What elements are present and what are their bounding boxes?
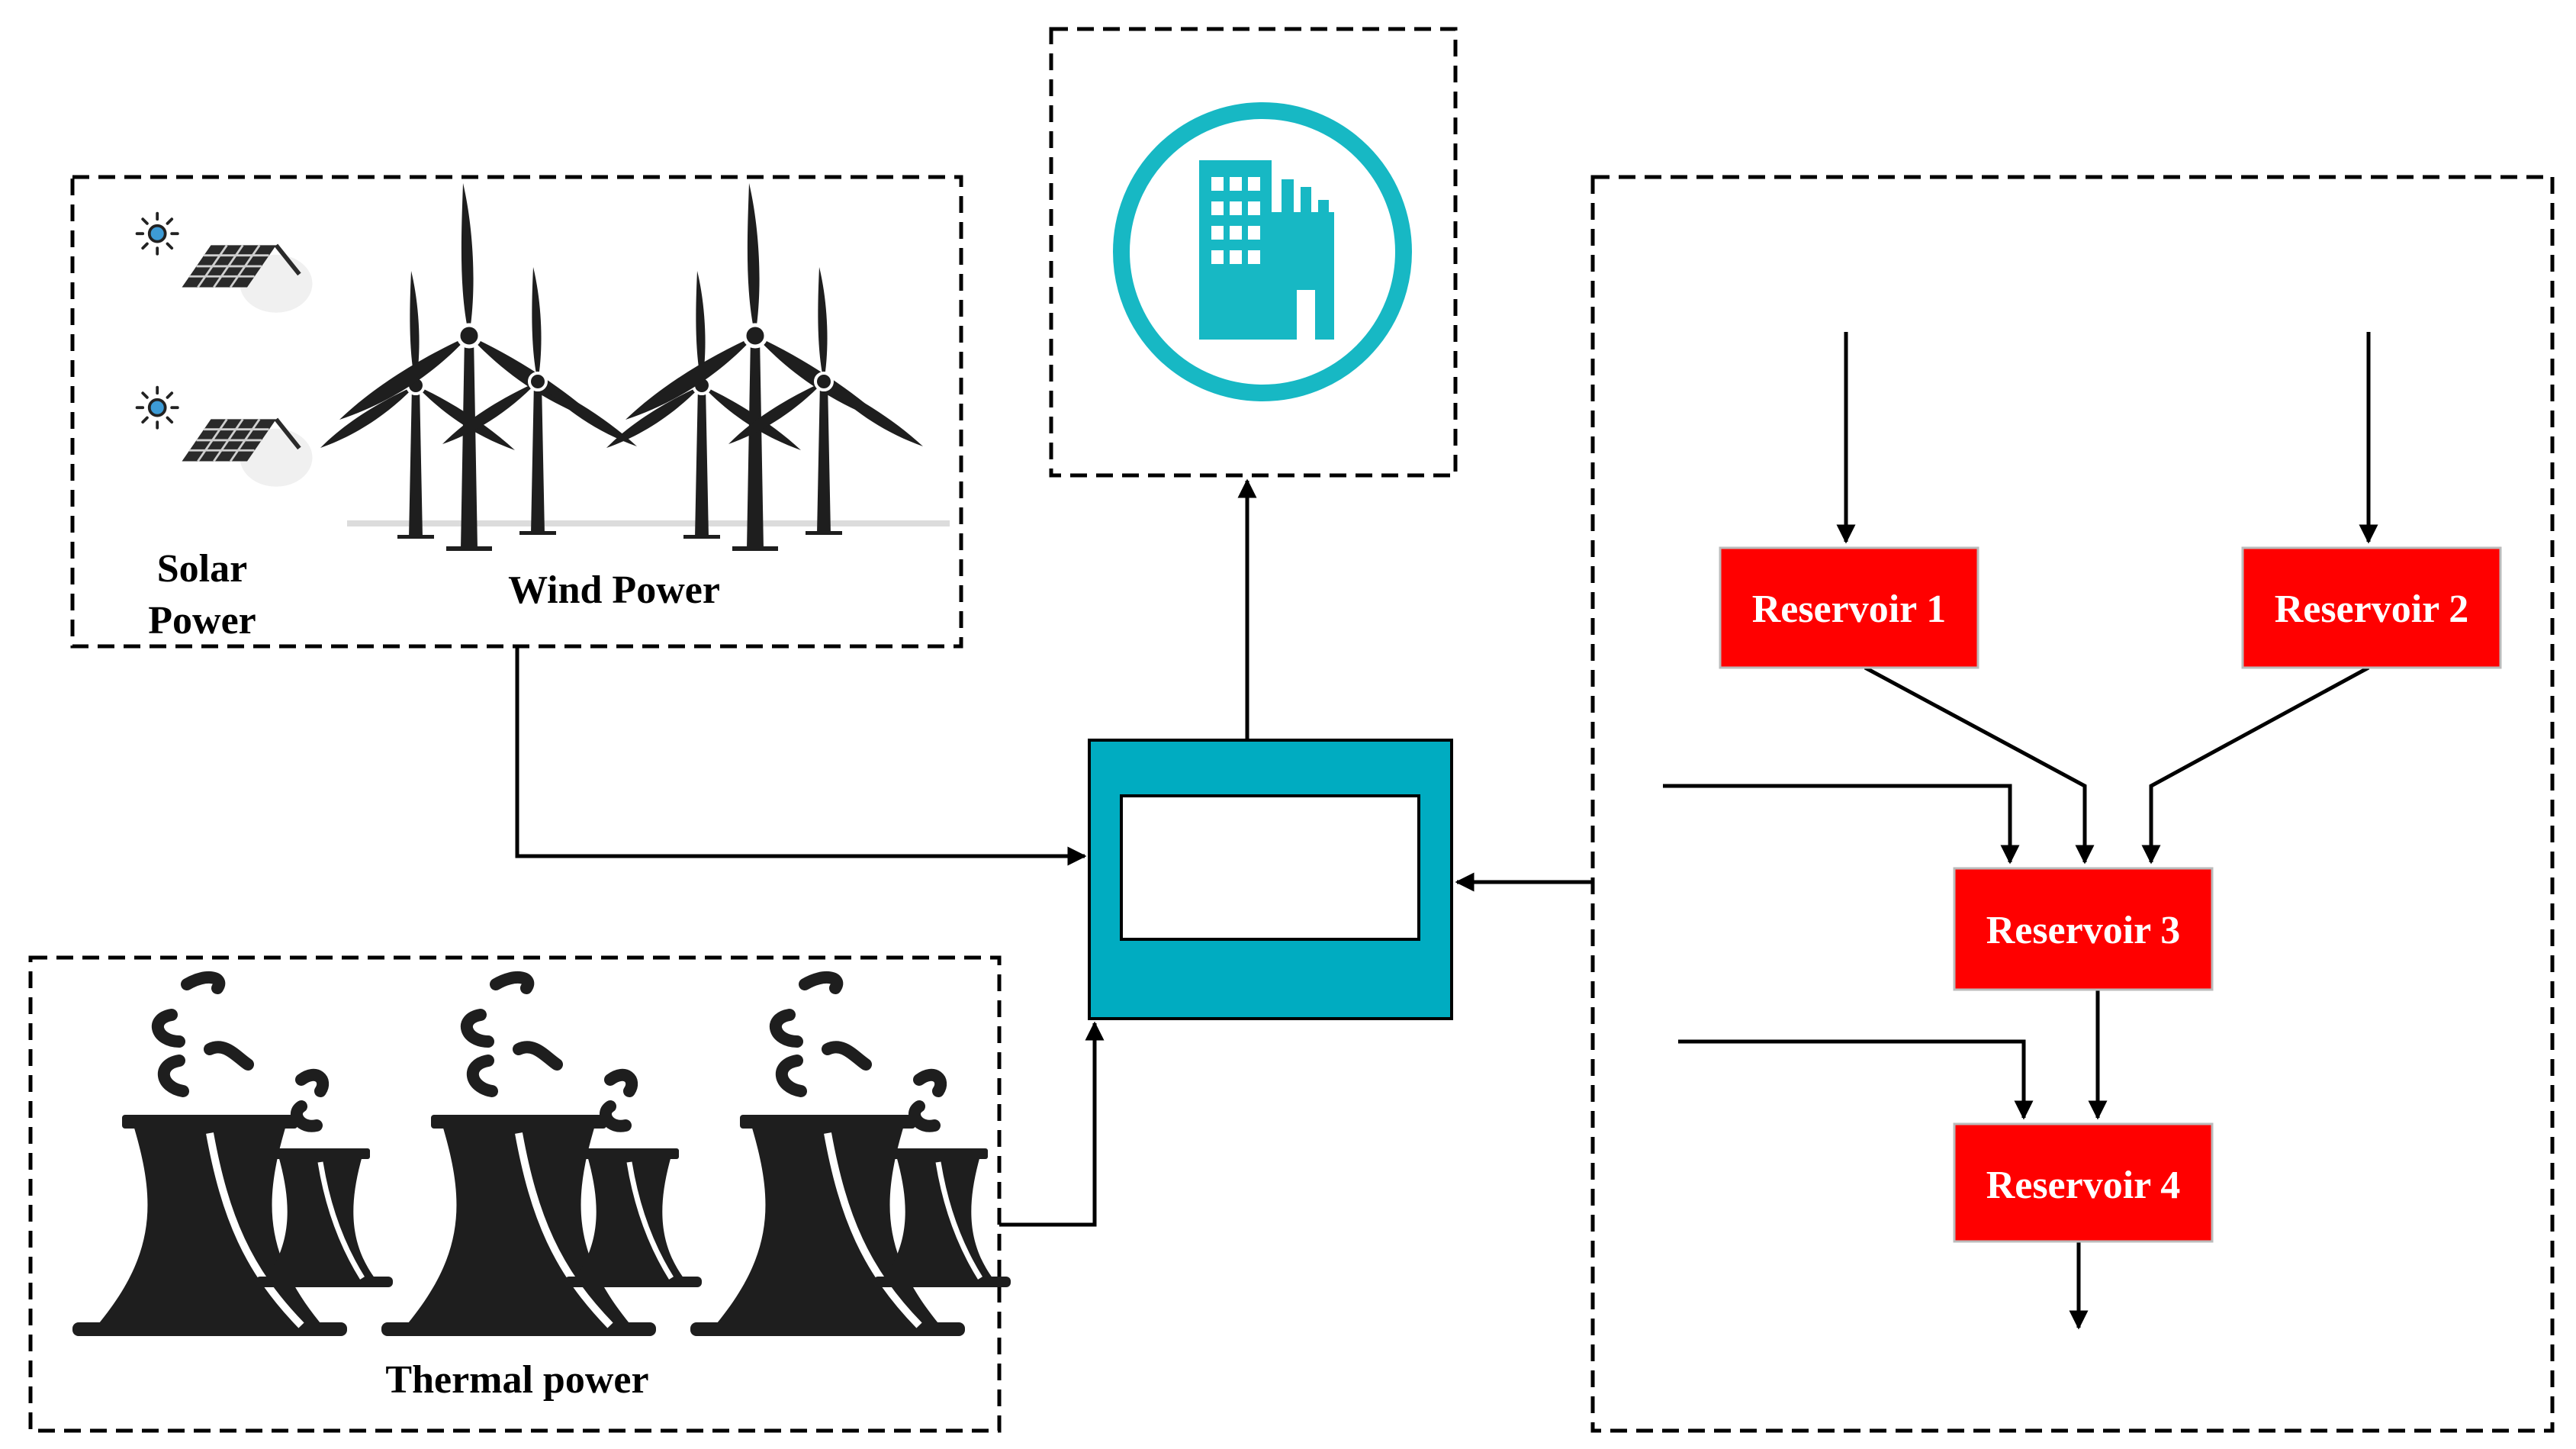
reservoir-2-label: Reservoir 2: [2275, 588, 2469, 631]
reservoir-3-label: Reservoir 3: [1986, 909, 2181, 952]
controller-unit: [1088, 739, 1453, 1020]
thermal-group-box: [28, 955, 1002, 1433]
reservoir-system-box: [1590, 175, 2555, 1433]
cooling-tower-icon: [381, 977, 702, 1336]
inflow-reservoir-3-line: [1663, 784, 2020, 865]
reservoir-1: Reservoir 1: [1719, 546, 1979, 669]
r2-to-r3-line: [2141, 665, 2370, 865]
thermal-label: Thermal power: [385, 1358, 648, 1402]
wind-turbine-icon: [319, 269, 516, 540]
r1-to-r3-line: [1864, 665, 2095, 865]
wind-turbine-icon: [605, 269, 802, 540]
reservoir-4: Reservoir 4: [1953, 1122, 2214, 1243]
reservoir-3: Reservoir 3: [1953, 867, 2214, 991]
load-group-box: [1049, 27, 1458, 478]
cooling-tower-icon: [690, 977, 1011, 1336]
solar-label-line1: Solar: [157, 547, 247, 591]
renewables-to-controller-line: [515, 646, 1087, 866]
solar-panel-icon: [137, 214, 313, 313]
wind-turbine-icon: [626, 183, 889, 551]
solar-panel-icon: [137, 388, 313, 487]
wind-turbine-icon: [339, 183, 603, 551]
cooling-tower-icon: [72, 977, 393, 1336]
wind-label: Wind Power: [508, 568, 720, 612]
reservoir-1-label: Reservoir 1: [1752, 588, 1947, 631]
thermal-to-controller-line: [999, 1021, 1105, 1227]
reservoir-2: Reservoir 2: [2241, 546, 2502, 669]
solar-label-line2: Power: [148, 599, 256, 642]
inflow-reservoir-4-line: [1678, 1039, 2034, 1120]
city-building-icon: [1113, 102, 1412, 401]
reservoir-4-label: Reservoir 4: [1986, 1164, 2181, 1207]
